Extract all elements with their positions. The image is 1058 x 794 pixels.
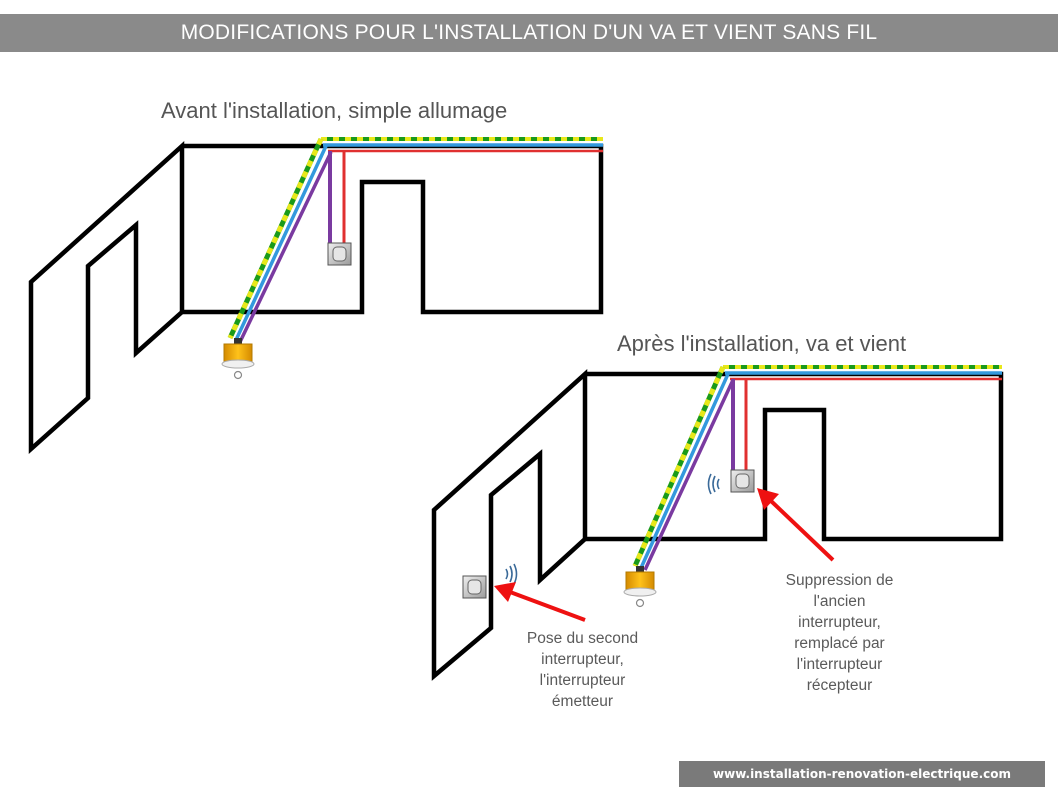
after-wires [632, 365, 1002, 571]
light-bulb-icon [623, 566, 657, 608]
after-heading: Après l'installation, va et vient [617, 331, 907, 356]
emitter-caption: Pose du second interrupteur, l'interrupt… [500, 628, 665, 712]
emitter-caption-line: l'interrupteur [539, 672, 626, 689]
website-url: www.installation-renovation-electrique.c… [679, 761, 1045, 787]
arrow-icon [757, 488, 835, 562]
wireless-signal-icon [505, 563, 518, 585]
after-side-wall [431, 368, 588, 681]
emitter-caption-line: Pose du second [526, 630, 639, 647]
light-bulb-icon [221, 338, 255, 380]
arrow-icon [494, 582, 586, 622]
switch-icon [327, 242, 352, 266]
receiver-caption: Suppression de l'ancien interrupteur, re… [762, 570, 917, 696]
receiver-caption-line: Suppression de [785, 572, 894, 589]
emitter-caption-line: émetteur [551, 693, 614, 710]
after-back-wall [585, 371, 1004, 542]
wireless-signal-icon [707, 473, 720, 495]
receiver-caption-line: l'interrupteur [796, 656, 883, 673]
after-diagram [431, 365, 1004, 681]
page-title: MODIFICATIONS POUR L'INSTALLATION D'UN V… [0, 14, 1058, 52]
before-diagram [28, 137, 604, 455]
before-side-wall [28, 140, 185, 455]
receiver-caption-line: remplacé par [794, 635, 885, 652]
receiver-caption-line: l'ancien [813, 593, 866, 610]
receiver-caption-line: récepteur [806, 677, 873, 694]
before-heading: Avant l'installation, simple allumage [161, 98, 508, 123]
receiver-caption-line: interrupteur, [798, 614, 881, 631]
emitter-caption-line: interrupteur, [541, 651, 624, 668]
receiver-switch-icon [730, 469, 755, 493]
before-back-wall [182, 143, 604, 315]
emitter-switch-icon [462, 575, 487, 599]
before-wires [227, 137, 603, 343]
